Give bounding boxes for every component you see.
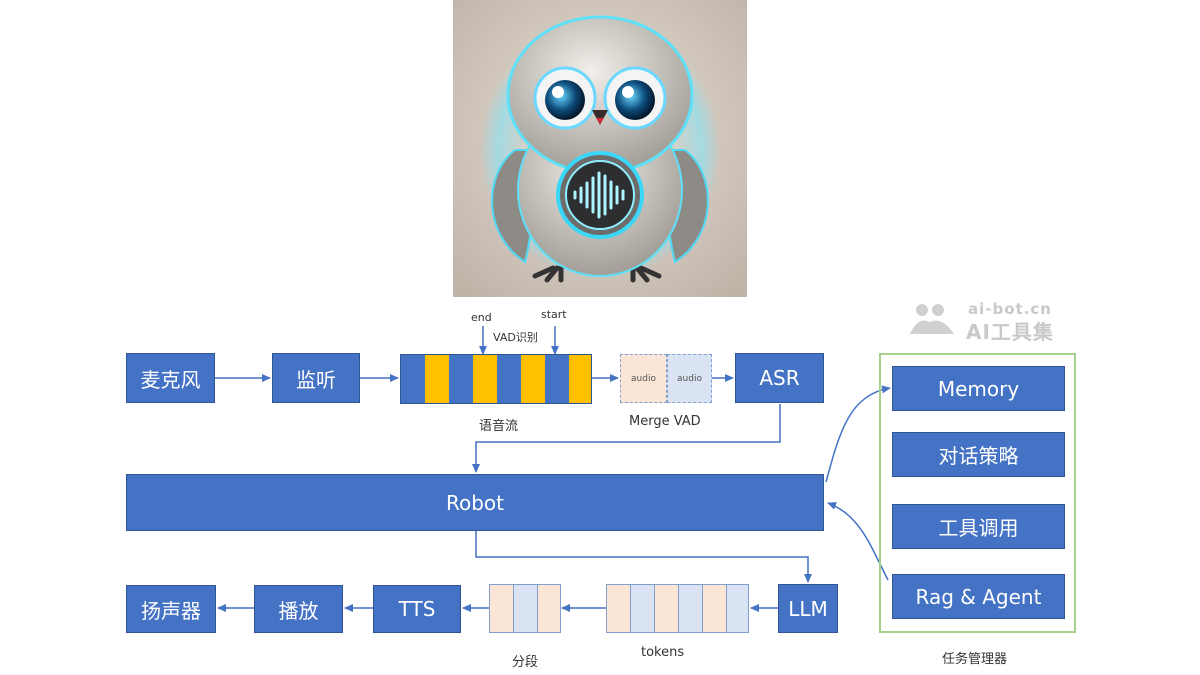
stream-segment-voice xyxy=(521,355,545,403)
token-chunk xyxy=(607,585,631,632)
robot-box: Robot xyxy=(126,474,824,531)
token-chunk xyxy=(679,585,703,632)
task-memory: Memory xyxy=(892,366,1065,411)
caption-merge-vad: Merge VAD xyxy=(629,414,701,429)
segment-chunks xyxy=(489,584,561,633)
token-chunk xyxy=(655,585,679,632)
segment-chunk xyxy=(490,585,514,632)
watermark-brand: AI工具集 xyxy=(966,320,1054,344)
watermark-logo-icon xyxy=(910,304,954,334)
caption-stream: 语音流 xyxy=(479,419,519,434)
label-start: start xyxy=(541,308,567,321)
caption-tokens: tokens xyxy=(641,645,685,660)
token-chunk xyxy=(703,585,727,632)
stream-segment xyxy=(545,355,569,403)
token-chunks xyxy=(606,584,749,633)
voice-stream xyxy=(400,354,592,404)
stream-segment xyxy=(449,355,473,403)
stream-segment xyxy=(497,355,521,403)
stream-segment-voice xyxy=(425,355,449,403)
token-chunk xyxy=(727,585,748,632)
stream-segment-voice xyxy=(569,355,591,403)
watermark: ai-bot.cn AI工具集 xyxy=(908,300,1073,344)
segment-chunk xyxy=(538,585,560,632)
caption-segment: 分段 xyxy=(512,655,539,670)
task-tool-calling: 工具调用 xyxy=(892,504,1065,549)
task-dialog-strategy: 对话策略 xyxy=(892,432,1065,477)
token-chunk xyxy=(631,585,655,632)
speaker-box: 扬声器 xyxy=(126,585,216,633)
label-end: end xyxy=(471,311,492,324)
arrow-asr-to-robot xyxy=(472,404,781,473)
task-rag-agent: Rag & Agent xyxy=(892,574,1065,619)
arrow-robot-to-llm xyxy=(475,531,812,583)
tts-box: TTS xyxy=(373,585,461,633)
segment-chunk xyxy=(514,585,538,632)
stream-segment-voice xyxy=(473,355,497,403)
listen-box: 监听 xyxy=(272,353,360,403)
task-manager-frame xyxy=(879,353,1076,633)
caption-task-manager: 任务管理器 xyxy=(942,652,1008,667)
stream-segment xyxy=(401,355,425,403)
owl-robot-illustration xyxy=(453,0,747,297)
watermark-url: ai-bot.cn xyxy=(968,300,1052,318)
mic-box: 麦克风 xyxy=(126,353,215,403)
audio-chunk: audio xyxy=(667,354,712,403)
play-box: 播放 xyxy=(254,585,343,633)
llm-box: LLM xyxy=(778,584,838,633)
asr-box: ASR xyxy=(735,353,824,403)
audio-chunk: audio xyxy=(620,354,667,403)
label-vad: VAD识别 xyxy=(493,331,538,344)
